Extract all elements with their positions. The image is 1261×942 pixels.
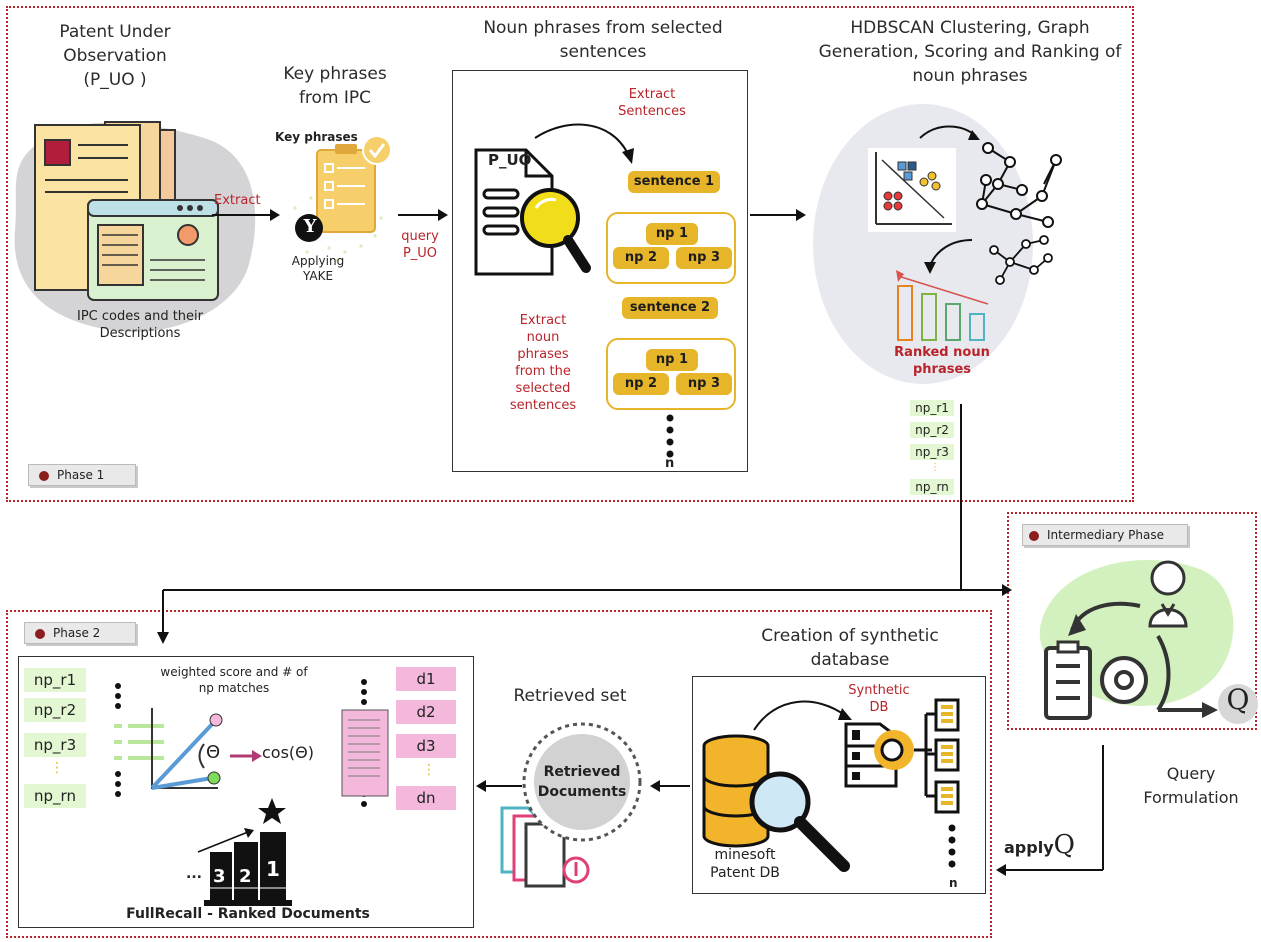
patent-title: Patent Under Observation (P_UO ) (59, 22, 171, 90)
apply-q-symbol: Q (1053, 830, 1075, 860)
intermediary-frame (1007, 512, 1257, 730)
np-group-2 (606, 338, 736, 410)
np-list-1: np_r1 (24, 668, 86, 692)
apply-label: apply (1004, 838, 1054, 857)
synthetic-db-label: Synthetic DB (848, 683, 910, 715)
intermediary-tag: Intermediary Phase (1022, 524, 1188, 546)
patent-db-label: minesoft Patent DB (710, 847, 780, 881)
query-arrow (398, 209, 448, 221)
to-hdbscan-arrow (750, 209, 806, 221)
hdbscan-illustration (813, 104, 1062, 384)
np-list-n: np_rn (24, 784, 86, 808)
phase2-tag: Phase 2 (24, 622, 136, 644)
np-box (452, 70, 748, 472)
extract-label: Extract (214, 193, 261, 208)
np-list-3: np_r3 (24, 733, 86, 757)
ranking-illustration: 3 2 1 (114, 679, 389, 906)
ranked-label: Ranked noun phrases (894, 345, 990, 377)
intermediary-tag-label: Intermediary Phase (1047, 528, 1165, 542)
np1-pill-1: np 1 (646, 223, 698, 245)
retrieved-docs-label: Retrieved Documents (537, 764, 627, 800)
puo-doc-label: P_UO (488, 151, 532, 169)
patent-db-illustration (702, 698, 960, 872)
theta-label: Θ (206, 742, 221, 763)
sentence2-pill: sentence 2 (622, 297, 718, 319)
ranked-np-1: np_r1 (910, 400, 954, 416)
ranked-np-ellipsis: ⋮ (930, 462, 940, 473)
extract-np-label: Extract noun phrases from the selected s… (509, 313, 577, 413)
np3-pill-2: np 3 (676, 373, 732, 395)
np-n-label: n (665, 456, 675, 471)
svg-text:1: 1 (266, 857, 280, 881)
np1-pill-2: np 1 (646, 349, 698, 371)
patent-illustration (14, 121, 256, 332)
yake-logo: Y (303, 216, 317, 237)
synthetic-title: Creation of synthetic database (761, 626, 939, 670)
d-list-ellipsis: ⋮ (422, 762, 436, 778)
retrieved-set-title: Retrieved set (513, 686, 627, 706)
query-formulation-caption: Query Formulation (1143, 764, 1239, 807)
ipc-caption: IPC codes and their Descriptions (76, 309, 204, 341)
phase1-tag-label: Phase 1 (57, 468, 105, 482)
phase1-frame (6, 6, 1134, 502)
np-continuation-dots (666, 414, 674, 458)
extract-sentences-label: Extract Sentences (618, 87, 686, 119)
to-retrieved-arrow (650, 780, 690, 792)
keyphrase-title: Key phrases from IPC (283, 64, 387, 108)
np-title: Noun phrases from selected sentences (483, 18, 723, 62)
phase1-tag: Phase 1 (28, 464, 136, 486)
ranked-ellipsis: ... (186, 866, 202, 882)
retrieved-illustration (500, 722, 642, 888)
sentence1-pill: sentence 1 (628, 171, 720, 193)
ranked-np-n: np_rn (910, 479, 954, 495)
np-list-ellipsis: ⋮ (50, 760, 64, 776)
intermediary-tag-dot (1029, 530, 1039, 541)
puo-document-icon (474, 148, 591, 276)
ranked-np-3: np_r3 (910, 444, 954, 460)
np2-pill-2: np 2 (613, 373, 669, 395)
extract-sentences-arrow (534, 123, 634, 164)
svg-text:2: 2 (239, 866, 252, 887)
np-list-2: np_r2 (24, 698, 86, 722)
keyphrase-doc-label: Key phrases (275, 130, 358, 144)
hdbscan-title: HDBSCAN Clustering, Graph Generation, Sc… (818, 18, 1122, 86)
d-list-1: d1 (396, 667, 456, 691)
keyphrase-illustration (293, 135, 392, 262)
d-list-n: dn (396, 786, 456, 810)
phase2-frame (6, 610, 992, 938)
cos-label: cos(Θ) (262, 743, 314, 762)
d-list-2: d2 (396, 700, 456, 724)
np3-pill-1: np 3 (676, 247, 732, 269)
d-list-3: d3 (396, 734, 456, 758)
q-symbol: Q (1226, 683, 1250, 716)
extract-arrow (212, 209, 280, 221)
query-label: query P_UO (401, 229, 439, 261)
phase1-tag-dot (39, 470, 49, 481)
phase2-tag-label: Phase 2 (53, 626, 101, 640)
svg-text:3: 3 (213, 866, 226, 887)
np-group-1 (606, 212, 736, 284)
phase2-tag-dot (35, 628, 45, 639)
to-ranking-arrow (476, 780, 522, 792)
ranked-docs-caption: FullRecall - Ranked Documents (126, 906, 370, 922)
apply-q-label: applyQ (1004, 830, 1075, 860)
synthetic-n-label: n (949, 876, 958, 890)
yake-caption: Applying YAKE (291, 254, 345, 283)
np2-pill-1: np 2 (613, 247, 669, 269)
query-formulation-illustration (1039, 560, 1258, 724)
weighted-label: weighted score and # of np matches (160, 665, 308, 695)
ranked-np-2: np_r2 (910, 422, 954, 438)
